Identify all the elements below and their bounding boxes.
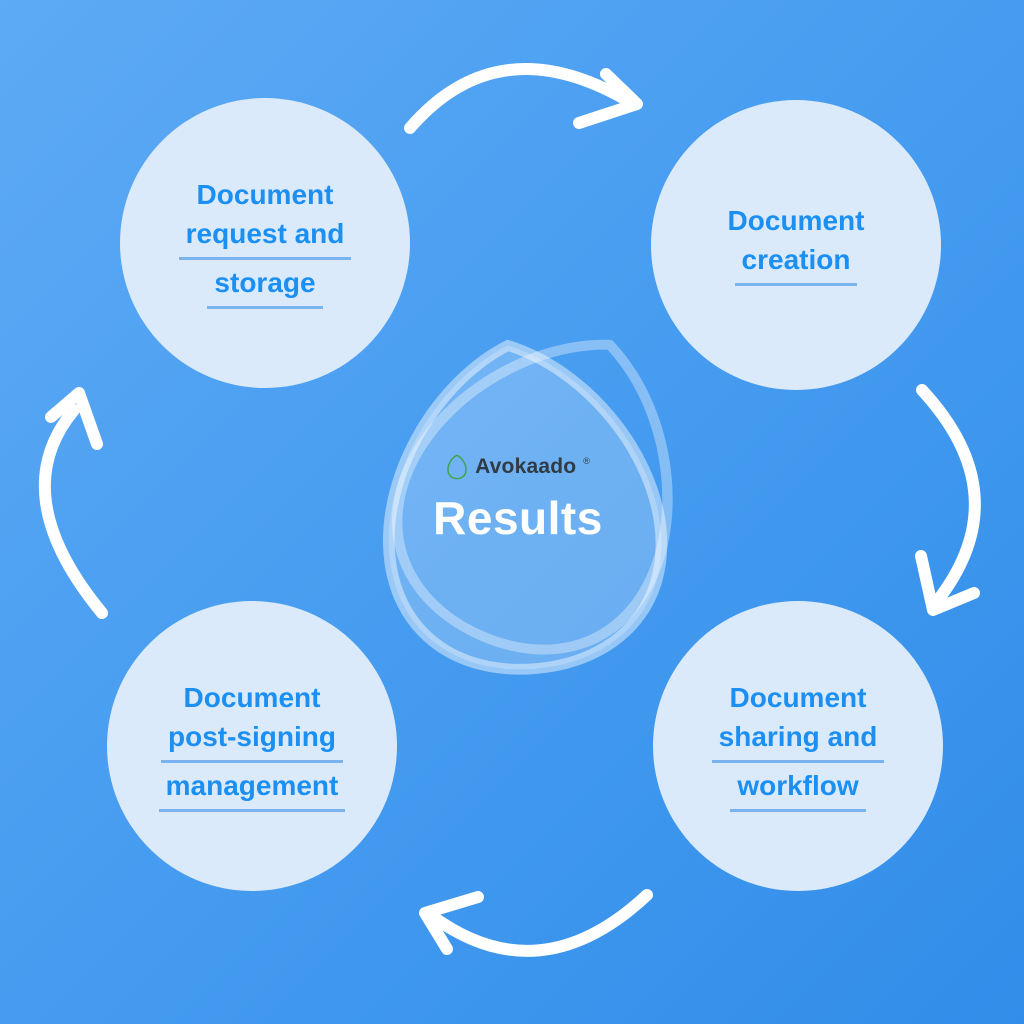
node-line: sharing and — [711, 720, 885, 763]
node-line: Document — [729, 681, 867, 713]
node-line: Document — [183, 681, 321, 713]
brand-name: Avokaado — [475, 455, 577, 478]
underlined-text: request and — [178, 217, 352, 260]
node-line: request and — [178, 217, 352, 260]
node-document-sharing-and-workflow: Document sharing and workflow — [653, 601, 943, 891]
underlined-text: post-signing — [161, 720, 343, 763]
node-line: creation — [734, 243, 858, 286]
node-line: management — [158, 769, 346, 812]
node-line: storage — [207, 266, 323, 309]
node-line: Document — [727, 205, 865, 236]
arrow-top-icon — [404, 63, 643, 134]
arrow-left-icon — [38, 387, 108, 619]
avokaado-logo: Avokaado ® — [446, 452, 590, 482]
node-line: workflow — [730, 769, 866, 812]
center-label: Avokaado ® Results — [368, 452, 668, 545]
node-document-post-signing-management: Document post-signing management — [107, 601, 397, 891]
underlined-text: workflow — [730, 769, 866, 812]
avocado-icon — [447, 454, 467, 480]
node-document-creation: Document creation — [651, 100, 941, 390]
center-title: Results — [433, 492, 603, 544]
arrow-right-icon — [915, 384, 981, 616]
arrow-bottom-icon — [419, 889, 653, 957]
node-line: post-signing — [161, 720, 343, 763]
underlined-text: creation — [734, 243, 858, 286]
underlined-text: storage — [207, 266, 323, 309]
registered-mark: ® — [583, 456, 590, 466]
node-line: Document — [196, 178, 334, 210]
underlined-text: sharing and — [711, 720, 885, 763]
node-document-request-and-storage: Document request and storage — [120, 98, 410, 388]
underlined-text: management — [158, 769, 346, 812]
